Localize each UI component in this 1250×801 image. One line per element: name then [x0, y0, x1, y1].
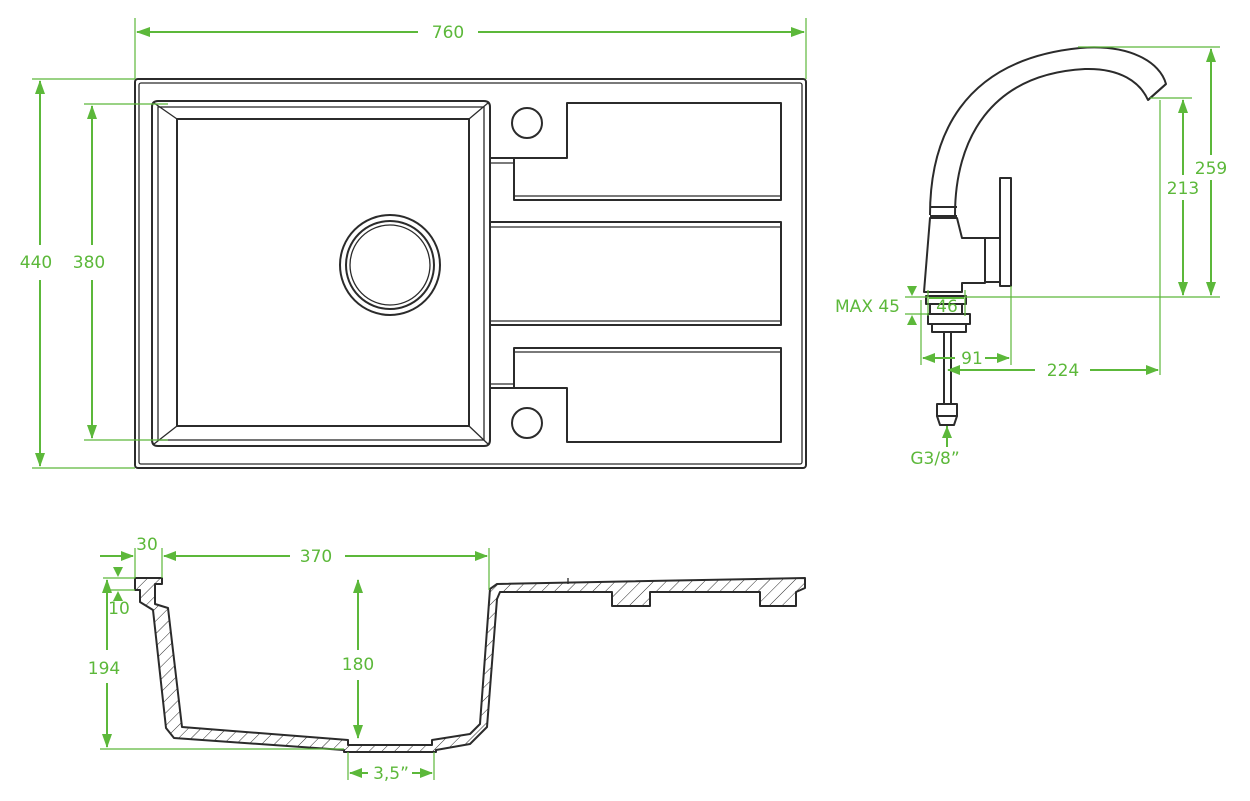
dimension-handle-reach: 91 [920, 286, 1012, 369]
dimension-rim-width: 30 [100, 535, 163, 578]
dimension-overall-depth: 440 [20, 78, 135, 469]
tap-hole-top [511, 107, 543, 139]
faucet-spout [929, 46, 1167, 216]
dimension-bowl-width: 370 [163, 547, 490, 590]
tap-hole-bottom [511, 407, 543, 439]
dimension-bowl-height: 180 [342, 579, 374, 739]
dimension-faucet-height: 259 [965, 46, 1227, 298]
dimension-bowl-depth: 380 [73, 103, 168, 441]
dimension-base-diameter: 46 [927, 290, 966, 317]
overall-width-label: 760 [432, 23, 464, 43]
dimension-total-height: 194 [88, 579, 344, 750]
drain-size-label: 3,5” [373, 764, 409, 784]
overall-depth-label: 440 [20, 253, 52, 273]
bowl-depth-label: 380 [73, 253, 105, 273]
section-view: 30 370 10 194 [88, 535, 806, 784]
dimension-drain-size: 3,5” [347, 752, 435, 784]
dimension-spout-reach: 224 [947, 100, 1161, 381]
max-countertop-label: MAX 45 [835, 297, 900, 317]
rim-thickness-label: 10 [108, 599, 130, 619]
bowl-outline [151, 100, 491, 447]
sink-cross-section [134, 577, 806, 753]
drainboard-groove-bottom [490, 347, 782, 443]
total-height-label: 194 [88, 659, 120, 679]
base-diameter-label: 46 [936, 297, 958, 317]
rim-width-label: 30 [136, 535, 158, 555]
faucet-body [923, 217, 986, 293]
bowl-height-label: 180 [342, 655, 374, 675]
faucet-height-label: 259 [1195, 159, 1227, 179]
faucet-handle [999, 177, 1012, 287]
sink-outer-outline [134, 78, 807, 469]
dimension-spout-height: 213 [1150, 97, 1199, 296]
drain-inner [349, 224, 431, 306]
bowl-inner-outline [176, 118, 470, 427]
sink-outer-lip [138, 82, 803, 465]
dimension-overall-width: 760 [134, 18, 807, 79]
connection-label: G3/8” [910, 449, 959, 469]
drain-ring [345, 220, 435, 310]
spout-height-label: 213 [1167, 179, 1199, 199]
bowl-width-label: 370 [300, 547, 332, 567]
top-view: 760 440 380 [20, 18, 807, 469]
handle-reach-label: 91 [961, 349, 983, 369]
drain-outer [339, 214, 441, 316]
dimension-connection: G3/8” [910, 426, 960, 469]
dimension-max-countertop: MAX 45 [835, 286, 928, 325]
hose-fitting [936, 403, 958, 417]
faucet-view: 259 213 46 MAX 45 [835, 46, 1227, 469]
drainboard-groove-middle [490, 221, 782, 326]
dimension-rim-thickness: 10 [103, 567, 135, 619]
spout-reach-label: 224 [1047, 361, 1079, 381]
drainboard-groove-top [490, 102, 782, 201]
